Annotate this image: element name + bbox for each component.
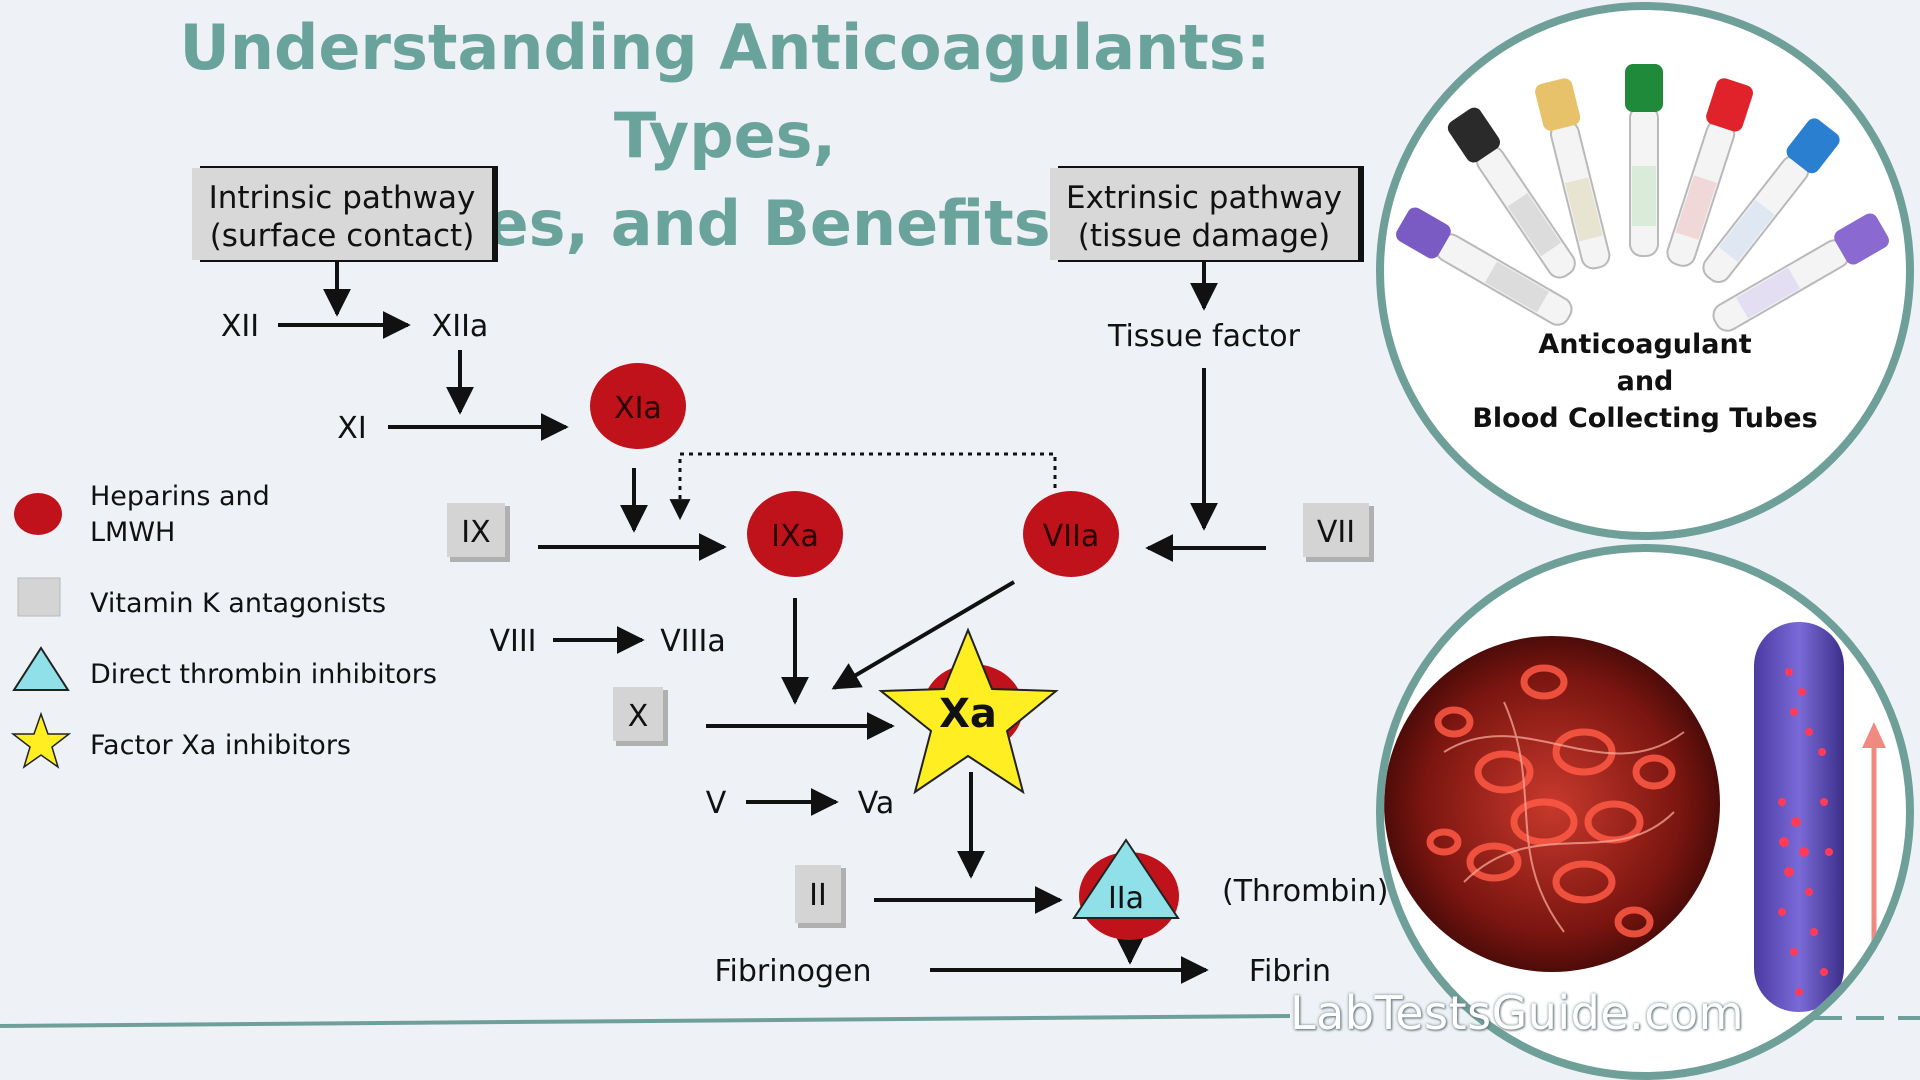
intrinsic-pathway-line1: Intrinsic pathway (209, 180, 476, 216)
page-title-line2: Uses, and Benefits (399, 187, 1051, 260)
watermark: LabTestsGuide.com (1290, 986, 1745, 1040)
tubes-panel: Anticoagulant and Blood Collecting Tubes (1376, 2, 1914, 540)
factor-iia-triangle (1072, 838, 1180, 919)
tubes-caption-line3: Blood Collecting Tubes (1472, 403, 1818, 434)
legend-xa-swatch (10, 711, 72, 769)
fibrin-label: Fibrin (1249, 954, 1331, 989)
legend-factor-xa: Factor Xa inhibitors (90, 730, 351, 761)
factor-xiia: XIIa (432, 309, 489, 344)
factor-v: V (706, 786, 727, 821)
factor-xa: Xa (939, 691, 997, 737)
factor-xi: XI (337, 411, 366, 446)
factor-xii: XII (221, 309, 259, 344)
tube-7 (1712, 213, 1889, 332)
tube-4 (1625, 64, 1663, 257)
tubes-caption-line1: Anticoagulant (1538, 329, 1752, 360)
vessel-tube (1754, 622, 1844, 1012)
fibrinogen-label: Fibrinogen (714, 954, 871, 989)
factor-ii-box: II (795, 865, 846, 928)
bottom-divider (0, 1014, 1291, 1028)
arrow-viia-to-xa (831, 580, 1016, 690)
intrinsic-pathway-line2: (surface contact) (210, 218, 475, 254)
flow-arrow-head (1862, 722, 1886, 748)
factor-ii: II (809, 878, 827, 913)
extrinsic-pathway-box: Extrinsic pathway (tissue damage) (1050, 166, 1364, 262)
factor-viia-node: VIIa (1023, 491, 1119, 577)
tube-3 (1535, 78, 1611, 270)
factor-vii-box: VII (1303, 503, 1374, 562)
vessel-blood-dots (1778, 668, 1833, 996)
tube-6 (1702, 118, 1840, 283)
factor-viiia: VIIIa (660, 624, 725, 659)
factor-ix-box: IX (447, 503, 510, 562)
extrinsic-pathway-line1: Extrinsic pathway (1066, 180, 1342, 216)
red-blood-cells (1426, 664, 1676, 938)
factor-x: X (628, 699, 649, 734)
legend-heparins-line2: LMWH (90, 517, 175, 548)
factor-x-box: X (613, 687, 668, 746)
tubes-caption: Anticoagulant and Blood Collecting Tubes (1384, 326, 1906, 437)
thrombin-label: (Thrombin) (1222, 874, 1388, 909)
tube-2 (1447, 107, 1576, 279)
legend-vitamin-k: Vitamin K antagonists (90, 588, 386, 619)
factor-ixa: IXa (771, 519, 819, 554)
tissue-factor: Tissue factor (1107, 319, 1301, 354)
legend: Heparins and LMWH Vitamin K antagonists … (10, 481, 437, 769)
factor-iia: IIa (1108, 881, 1144, 916)
blood-clot-panel (1376, 544, 1914, 1080)
blood-clot-illustration (1384, 622, 1886, 1012)
factor-ix: IX (461, 515, 490, 550)
factor-xia: XIa (614, 391, 662, 426)
fibrin-strands (1443, 701, 1685, 933)
extrinsic-pathway-line2: (tissue damage) (1078, 218, 1330, 254)
legend-heparin-swatch (14, 493, 62, 535)
factor-xa-star (878, 627, 1059, 795)
blood-tubes-illustration (1396, 64, 1889, 332)
cascade-arrows (278, 262, 1266, 984)
factor-va: Va (858, 786, 895, 821)
factor-xa-node: Xa (878, 627, 1059, 795)
page-title-line1: Understanding Anticoagulants: Types, (179, 11, 1271, 172)
tube-5 (1666, 78, 1753, 267)
factor-xia-node: XIa (590, 363, 686, 449)
legend-heparins-line1: Heparins and (90, 481, 270, 512)
factor-vii: VII (1317, 515, 1355, 550)
tubes-caption-line2: and (1616, 366, 1674, 397)
page-title: Understanding Anticoagulants: Types, Use… (60, 4, 1390, 268)
legend-vitk-swatch (17, 577, 61, 617)
dotted-viia-feedback (669, 452, 1057, 521)
legend-direct-thrombin: Direct thrombin inhibitors (90, 659, 437, 690)
legend-thrombin-swatch (12, 646, 70, 691)
factor-viii: VIII (489, 624, 536, 659)
factor-viia: VIIa (1043, 519, 1100, 554)
tube-1 (1396, 207, 1573, 326)
factor-iia-node: IIa (1072, 838, 1180, 940)
intrinsic-pathway-box: Intrinsic pathway (surface contact) (192, 166, 498, 262)
factor-ixa-node: IXa (747, 491, 843, 577)
